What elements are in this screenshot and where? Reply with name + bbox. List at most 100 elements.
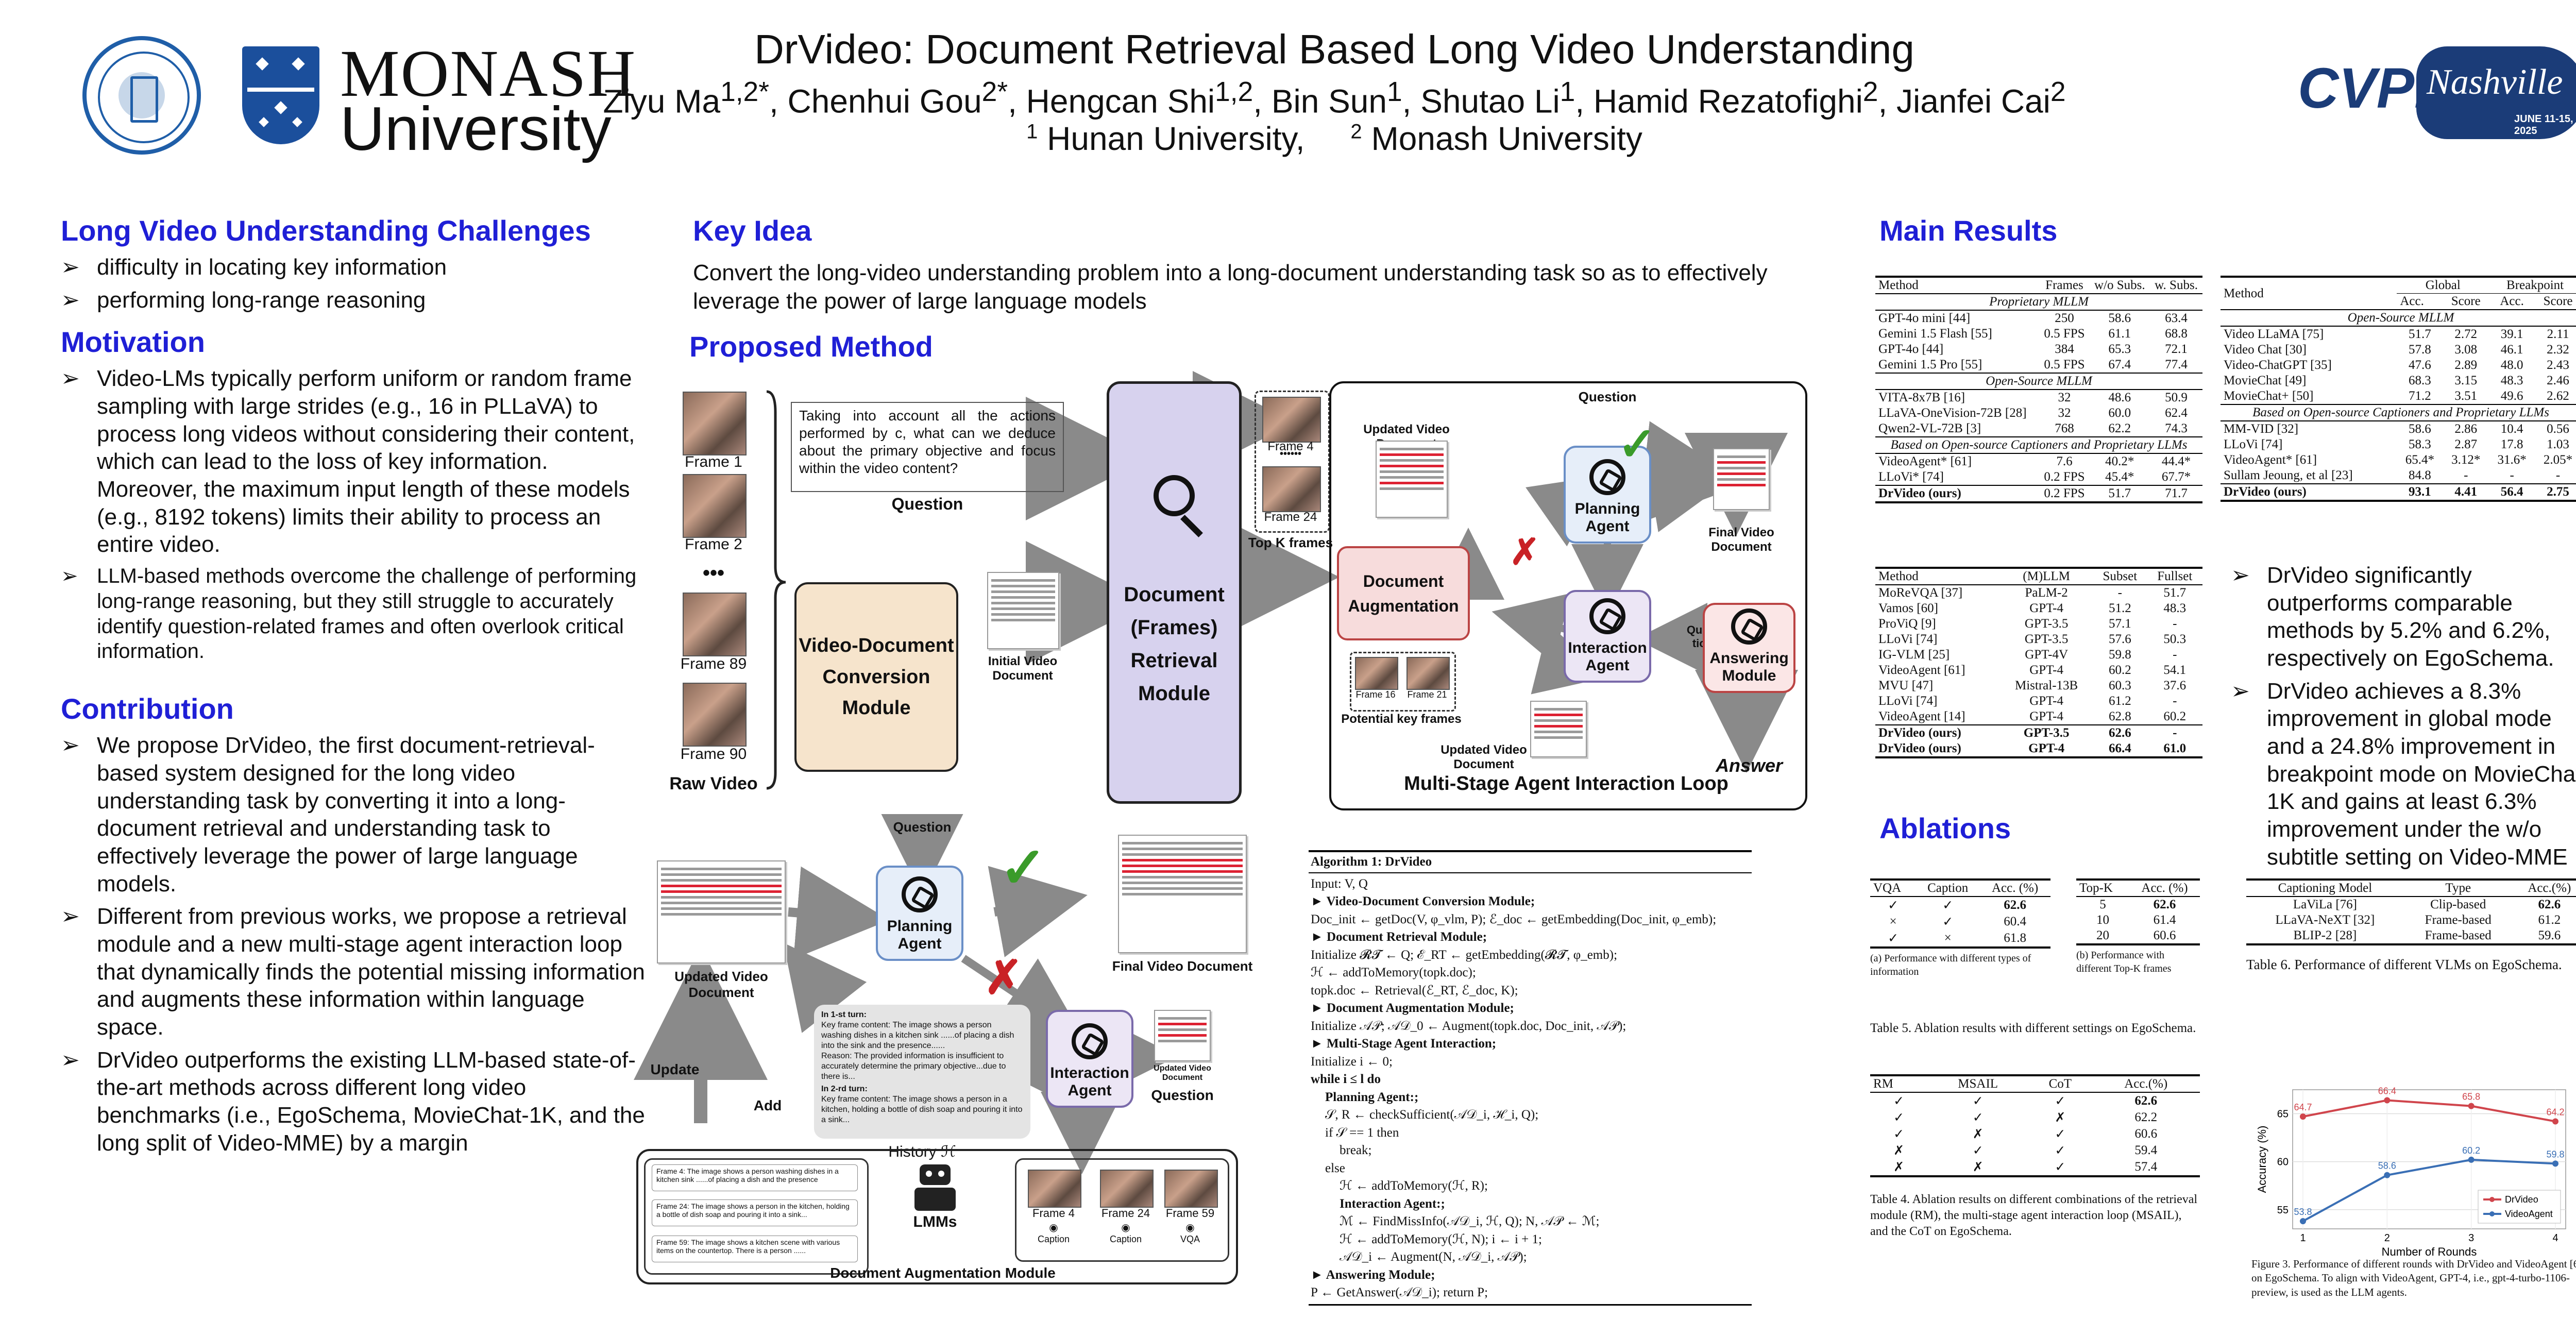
table-row: 10 61.4 [2076, 912, 2200, 928]
table-cell: 65.4* [2405, 453, 2434, 467]
table-cell: 40.2* [2105, 454, 2134, 468]
table-cell: Based on Open-source Captioners and Prop… [1875, 436, 2202, 454]
algorithm-line: ℋ ← addToMemory(ℋ, R); [1340, 1179, 1488, 1193]
table-cell: MSAIL [1927, 1074, 2029, 1093]
table-cell: 44.4* [2161, 454, 2191, 468]
table-cell: Subset [2093, 567, 2147, 585]
contribution-list: ➢We propose DrVideo, the first document-… [61, 732, 653, 1157]
table-cell: Sullam Jeoung, et al [23] [2224, 468, 2353, 482]
table-row: ✓✓✗62.2 [1870, 1109, 2200, 1126]
challenge-item: ➢difficulty in locating key information [61, 255, 447, 280]
add-label: Add [753, 1097, 782, 1113]
vqa-tag: VQA [1180, 1234, 1200, 1244]
table-cell: ✗ [2055, 1111, 2066, 1125]
table-cell: 49.6 [2500, 389, 2523, 403]
updated-video-document-label: Updated Video Document [1440, 743, 1527, 771]
caption-row: Frame 24: The image shows a person in th… [652, 1199, 858, 1226]
algorithm-line: Input: V, Q [1311, 876, 1368, 891]
table-cell: Proprietary MLLM [1875, 293, 2202, 311]
updated-video-document-thumbnail [1530, 701, 1587, 757]
table-cell: ✓ [2055, 1094, 2066, 1108]
lmms-label: LMMs [913, 1213, 957, 1230]
history-panel: In 1-st turn: Key frame content: The ima… [814, 1005, 1030, 1139]
question-label: Question [891, 495, 963, 513]
algorithm-title: Algorithm 1: DrVideo [1309, 850, 1752, 873]
video-document-conversion-module: Video-Document Conversion Module [794, 582, 958, 772]
table-cell: 20 [2076, 928, 2130, 945]
document-augmentation-module-label: Document Augmentation Module [830, 1265, 1056, 1281]
final-video-document-label: Final Video Document [1112, 958, 1253, 974]
header: MONASH University DrVideo: Document Retr… [0, 0, 2576, 196]
question-label: Question [1151, 1087, 1214, 1103]
ellipsis: ••• [702, 562, 724, 584]
table-cell: 54.1 [2163, 663, 2187, 677]
table-cell: - [2173, 617, 2177, 631]
eye-icon: ◉ [1049, 1222, 1058, 1233]
potential-key-frame [1406, 657, 1450, 690]
data-label: 66.4 [2378, 1086, 2396, 1096]
table-cell: LaViLa [76] [2293, 898, 2357, 911]
table-cell: 2.72 [2454, 327, 2478, 341]
table-cell: 2.87 [2454, 437, 2478, 451]
table-cell: LLoVi* [74] [1878, 470, 1944, 484]
table-cell: 66.4 [2093, 741, 2147, 758]
table-cell: 0.56 [2547, 422, 2569, 436]
initial-video-document-thumbnail [987, 572, 1059, 649]
cross-mark-icon: ✗ [984, 952, 1023, 1004]
motivation-list: ➢Video-LMs typically perform uniform or … [61, 365, 653, 664]
raw-frame-thumbnail [683, 392, 747, 455]
x-axis-label: Number of Rounds [2382, 1245, 2477, 1258]
table-row: ✗✓✓59.4 [1870, 1142, 2200, 1159]
table-cell: LLoVi [74] [1878, 694, 1938, 708]
updated-video-document-thumbnail [1376, 441, 1448, 518]
table-cell: ✗ [1893, 1144, 1905, 1158]
algorithm-line: ► Answering Module; [1311, 1267, 1435, 1282]
contribution-title: Contribution [61, 692, 234, 725]
table-row: ✗✗✓57.4 [1870, 1159, 2200, 1177]
document-augmentation-box: Document Augmentation [1337, 546, 1470, 640]
document-retrieval-module: Document (Frames) Retrieval Module [1107, 381, 1242, 804]
aug-frame [1028, 1170, 1081, 1208]
algorithm-line: ► Multi-Stage Agent Interaction; [1311, 1037, 1497, 1051]
table-cell: 62.6 [2134, 1094, 2158, 1108]
interaction-agent: Interaction Agent [1046, 1010, 1133, 1108]
table-cell: LLoVi [74] [1878, 632, 1938, 646]
final-video-document-thumbnail [1118, 835, 1247, 953]
initial-video-document-label: Initial Video Document [988, 654, 1058, 683]
top-k-frames-label: Top K frames [1248, 535, 1333, 550]
motivation-item: ➢LLM-based methods overcome the challeng… [61, 565, 637, 663]
updated-video-document-thumbnail [657, 860, 786, 963]
data-point [2300, 1218, 2306, 1225]
table-cell: 50.3 [2163, 632, 2187, 646]
raw-frame-thumbnail [683, 474, 747, 538]
table-cell: Frames [2039, 276, 2090, 294]
frame-label: Frame 59 [1165, 1207, 1215, 1220]
table-cell: 10 [2096, 913, 2110, 927]
monash-wordmark: MONASH [340, 37, 637, 111]
final-video-document-thumbnail [1713, 448, 1770, 510]
x-tick-label: 4 [2552, 1232, 2558, 1244]
figure3-caption: Figure 3. Performance of different round… [2251, 1258, 2576, 1298]
frame-label: Frame 21 [1407, 689, 1447, 700]
raw-frame-thumbnail [683, 683, 747, 747]
table-cell: ✓ [1888, 899, 1899, 912]
table-cell: Breakpoint [2489, 276, 2576, 294]
caption-rows-box [644, 1158, 869, 1275]
table-cell: 61.4 [2153, 913, 2176, 927]
table-cell: DrVideo (ours) [1875, 741, 2001, 758]
robot-icon [914, 1164, 956, 1211]
algorithm-line: break; [1340, 1143, 1372, 1157]
table-cell: VITA-8x7B [16] [1878, 391, 1965, 404]
table-cell: VideoAgent [14] [1878, 709, 1965, 723]
table-cell: GPT-4 [2029, 601, 2063, 615]
table-cell: 2.05* [2543, 453, 2573, 467]
key-idea-title: Key Idea [693, 214, 812, 247]
